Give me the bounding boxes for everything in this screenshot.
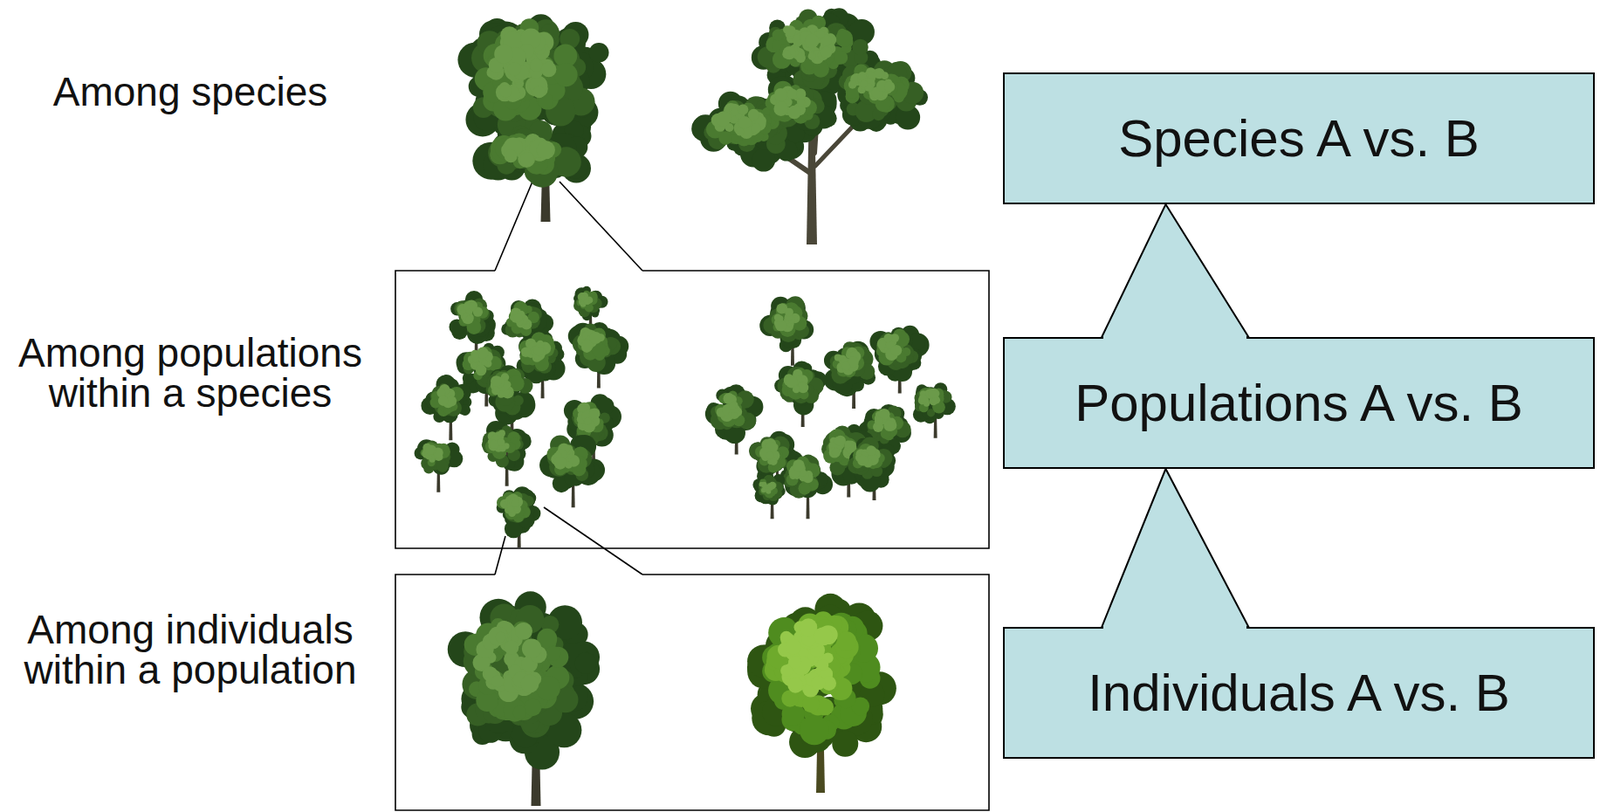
leaf-cluster: [728, 402, 736, 410]
leaf-cluster: [816, 29, 825, 39]
leaf-cluster: [851, 39, 868, 55]
leaf-cluster: [728, 407, 741, 419]
leaf-cluster: [468, 302, 477, 311]
leaf-cluster: [829, 446, 841, 459]
leaf-cluster: [486, 420, 506, 440]
leaf-cluster: [481, 359, 488, 366]
leaf-cluster: [499, 84, 512, 97]
leaf-cluster: [782, 46, 797, 60]
leaf-cluster: [470, 350, 480, 359]
leaf-cluster: [773, 101, 789, 117]
leaf-cluster: [536, 140, 556, 159]
leaf-cluster: [735, 127, 744, 136]
leaf-cluster: [508, 61, 522, 76]
leaf-cluster: [774, 88, 788, 102]
leaf-cluster: [499, 445, 507, 453]
leaf-cluster: [438, 395, 449, 406]
leaf-cluster: [808, 52, 817, 61]
leaf-cluster: [796, 98, 805, 107]
small-tree-illustration: [869, 325, 929, 394]
leaf-cluster: [554, 62, 578, 87]
leaf-cluster: [521, 346, 532, 358]
leaf-cluster: [589, 331, 602, 344]
leaf-cluster: [919, 394, 928, 404]
leaf-cluster: [541, 61, 557, 78]
leaf-cluster: [782, 49, 791, 59]
leaf-cluster: [489, 439, 500, 450]
leaf-cluster: [787, 89, 798, 100]
leaf-cluster: [437, 388, 446, 397]
leaf-cluster: [772, 28, 784, 41]
leaf-cluster: [436, 460, 449, 473]
leaf-cluster: [533, 86, 546, 99]
leaf-cluster: [776, 315, 784, 323]
leaf-cluster: [529, 58, 543, 72]
leaf-cluster: [475, 364, 488, 377]
leaf-cluster: [589, 407, 601, 419]
leaf-cluster: [848, 80, 857, 89]
leaf-cluster: [792, 385, 801, 394]
small-tree-illustration: [414, 439, 464, 492]
leaf-cluster: [787, 105, 802, 120]
leaf-cluster: [490, 375, 502, 387]
leaf-cluster: [491, 386, 501, 396]
leaf-cluster: [588, 297, 593, 303]
zoom-frame: [395, 181, 989, 549]
leaf-cluster: [835, 435, 846, 447]
leaf-cluster: [730, 412, 738, 419]
leaf-cluster: [465, 315, 472, 323]
small-tree-illustration: [448, 290, 495, 359]
leaf-cluster: [844, 440, 852, 449]
small-tree-illustration: [824, 341, 876, 409]
leaf-cluster: [883, 333, 893, 343]
leaf-cluster: [750, 123, 762, 134]
leaf-cluster: [471, 352, 479, 360]
small-tree-illustration: [774, 360, 827, 427]
leaf-cluster: [536, 340, 545, 349]
leaf-cluster: [883, 419, 895, 432]
tree-illustration: [457, 13, 609, 222]
leaf-cluster: [581, 295, 586, 301]
leaf-cluster: [425, 445, 435, 455]
leaf-cluster: [859, 80, 868, 89]
leaf-cluster: [874, 417, 883, 426]
leaf-cluster: [514, 313, 523, 323]
leaf-cluster: [589, 42, 610, 63]
leaf-cluster: [835, 29, 853, 48]
small-tree-illustration: [913, 382, 956, 439]
leaf-cluster: [796, 89, 807, 100]
small-tree-illustration: [420, 374, 472, 440]
tree-illustration: [691, 7, 928, 245]
small-tree-illustration: [568, 322, 629, 389]
leaf-cluster: [820, 46, 832, 58]
small-tree-illustration: [481, 420, 532, 487]
leaf-cluster: [766, 451, 775, 460]
leaf-cluster: [890, 344, 902, 357]
leaf-cluster: [841, 361, 851, 371]
leaf-cluster: [738, 116, 752, 130]
small-tree-illustration: [516, 331, 566, 399]
leaf-cluster: [718, 130, 733, 145]
leaf-cluster: [504, 149, 518, 163]
leaf-cluster: [858, 71, 867, 81]
leaf-cluster: [583, 418, 591, 426]
small-tree-illustration: [563, 393, 622, 465]
small-tree-illustration: [501, 298, 554, 363]
leaf-cluster: [748, 109, 760, 121]
leaf-cluster: [928, 388, 940, 399]
leaf-cluster: [715, 110, 731, 126]
leaf-cluster: [497, 438, 506, 447]
leaf-cluster: [494, 44, 514, 64]
leaf-cluster: [833, 50, 848, 65]
leaf-cluster: [784, 25, 797, 37]
leaf-cluster: [831, 448, 841, 458]
leaf-cluster: [520, 151, 535, 166]
small-tree-illustration: [847, 437, 896, 502]
leaf-cluster: [784, 308, 794, 317]
leaf-cluster: [730, 107, 739, 116]
leaf-cluster: [884, 81, 895, 92]
small-tree-illustration: [759, 295, 814, 365]
zoom-frame: [395, 507, 989, 811]
leaf-cluster: [462, 303, 469, 310]
